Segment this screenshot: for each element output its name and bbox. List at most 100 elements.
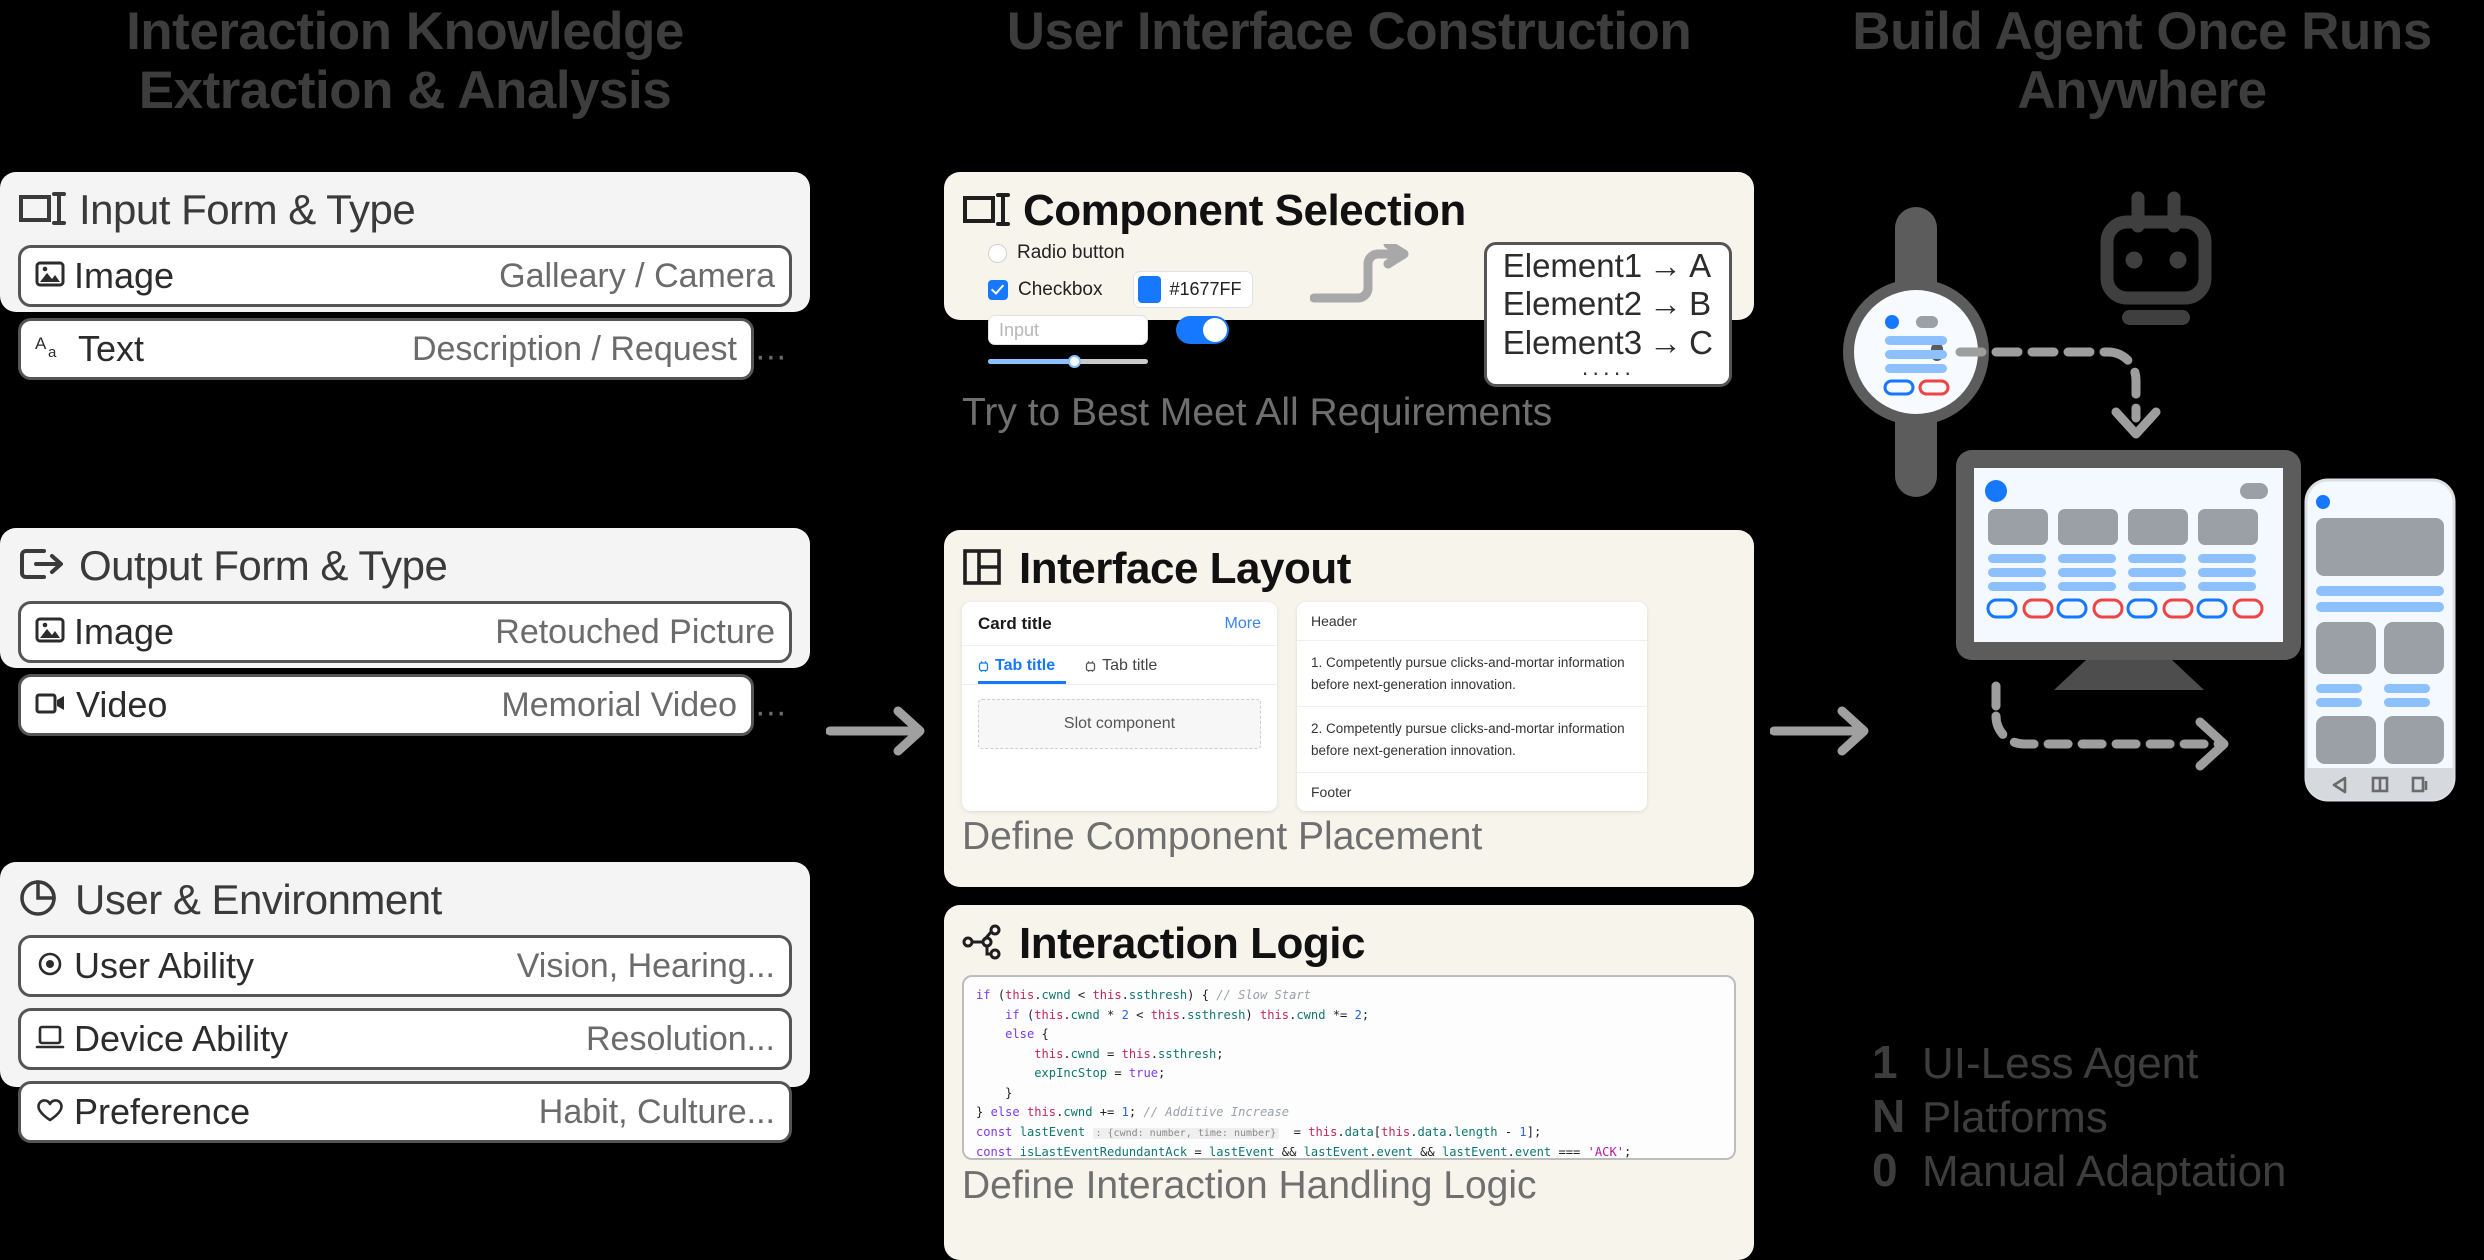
slider-fill <box>988 359 1080 364</box>
list-item[interactable]: Preference Habit, Culture... <box>18 1081 792 1143</box>
tab-active-underline <box>978 681 1066 684</box>
more-dots[interactable]: ... <box>755 685 787 724</box>
component-selection-body: Radio button Checkbox #1677FF Input <box>962 239 1736 388</box>
preview-more-link[interactable]: More <box>1224 615 1261 632</box>
preview-card-title: Card title <box>978 614 1052 633</box>
flow-arrow-left-to-middle <box>825 700 936 767</box>
checkbox-label: Checkbox <box>1018 278 1103 300</box>
slot-component: Slot component <box>978 699 1261 749</box>
mapping-arrow: → <box>1649 323 1683 361</box>
card-header: Interface Layout <box>962 544 1736 594</box>
checkbox-row[interactable]: Checkbox #1677FF <box>988 271 1292 308</box>
code-line: expIncStop = true; <box>1034 1066 1166 1081</box>
tab-title-active[interactable]: Tab title <box>978 657 1055 684</box>
list-item[interactable]: Device Ability Resolution... <box>18 1008 792 1070</box>
color-picker[interactable]: #1677FF <box>1132 271 1253 308</box>
card-title: Output Form & Type <box>79 542 448 589</box>
element-mapping-panel: Element1 → A Element2 → B Element3 → C ·… <box>1483 242 1732 388</box>
row-label-group: Image <box>35 255 174 297</box>
svg-text:A: A <box>35 334 47 353</box>
card-interface-layout: Interface Layout Card title More Tab tit… <box>944 530 1754 887</box>
card-output-form-type: Output Form & Type Image Retouched Pictu… <box>0 528 810 736</box>
node-graph-icon <box>962 922 1006 967</box>
code-line: if (this.cwnd < this.ssthresh) { // Slow… <box>976 988 1311 1002</box>
mapping-arrow-icon <box>1309 239 1420 313</box>
list-item[interactable]: User Ability Vision, Hearing... <box>18 935 792 997</box>
mapping-target: B <box>1689 285 1712 323</box>
card-caption: Try to Best Meet All Requirements <box>962 391 1553 435</box>
toggle-switch[interactable] <box>1176 316 1229 344</box>
card-title: User & Environment <box>75 876 442 923</box>
row-label-group: Image <box>35 611 174 653</box>
code-line: } <box>976 1085 1013 1100</box>
card-input-form-type: Input Form & Type Image Galleary / Camer… <box>0 172 810 380</box>
mapping-row: Element3 → C <box>1503 324 1713 362</box>
card-caption: Define Interaction Handling Logic <box>962 1164 1537 1207</box>
column-title-middle: User Interface Construction <box>1006 2 1692 61</box>
row-value: Description / Request <box>411 329 737 368</box>
stat-row: 1 UI-Less Agent <box>1872 1035 2287 1089</box>
code-line: if (this.cwnd * 2 < this.ssthresh) this.… <box>1005 1007 1370 1022</box>
slider[interactable] <box>988 355 1148 368</box>
stat-number: 0 <box>1872 1144 1898 1196</box>
list-header: Header <box>1297 602 1647 641</box>
card-title: Input Form & Type <box>79 186 416 233</box>
card-title: Interaction Logic <box>1019 919 1365 968</box>
mapping-target: A <box>1689 247 1712 284</box>
mapping-more-dots: ····· <box>1581 358 1635 385</box>
list-footer: Footer <box>1311 784 1352 801</box>
card-header: Input Form & Type <box>18 186 792 234</box>
laptop-icon <box>35 1018 65 1060</box>
list-item[interactable]: Image Retouched Picture <box>18 601 792 663</box>
watch-dot <box>1885 315 1899 329</box>
radio-button[interactable] <box>988 243 1007 263</box>
mapping-element: Element3 <box>1502 323 1643 361</box>
row-label-group: Device Ability <box>35 1018 288 1060</box>
text-input[interactable]: Input <box>988 315 1148 345</box>
layout-preview: Card title More Tab title Tab title Slot <box>962 602 1736 812</box>
preview-card-header: Card title More <box>962 602 1277 646</box>
output-form-icon <box>18 545 66 588</box>
mapping-arrow: → <box>1649 285 1683 323</box>
card-caption: Define Component Placement <box>962 815 1483 859</box>
image-icon <box>35 611 65 653</box>
tab-label: Tab title <box>1102 657 1158 674</box>
mapping-row: Element1 → A <box>1503 247 1713 285</box>
more-dots[interactable]: ... <box>755 329 787 368</box>
preview-card: Card title More Tab title Tab title Slot <box>962 602 1277 812</box>
card-interaction-logic: Interaction Logic if (this.cwnd < this.s… <box>944 905 1754 1260</box>
list-item[interactable]: Video Memorial Video ... <box>18 674 786 736</box>
card-user-environment: User & Environment User Ability Vision, … <box>0 862 810 1143</box>
recents-nav-icon <box>2411 776 2425 793</box>
tab-title-inactive[interactable]: Tab title <box>1085 657 1157 684</box>
card-title: Interface Layout <box>1019 544 1351 593</box>
desktop-monitor <box>1956 450 2301 690</box>
input-form-icon <box>962 190 1010 233</box>
smartphone <box>2304 478 2456 802</box>
code-line: const isLastEventRedundantAck = lastEven… <box>976 1144 1632 1159</box>
checkbox[interactable] <box>988 279 1008 300</box>
heart-icon <box>35 1091 65 1133</box>
mapping-target: C <box>1689 323 1713 361</box>
stats-list: 1 UI-Less Agent N Platforms 0 Manual Ada… <box>1872 1035 2287 1197</box>
slider-knob[interactable] <box>1068 355 1081 368</box>
eye-icon <box>35 945 65 987</box>
radio-row[interactable]: Radio button <box>988 242 1292 264</box>
row-value: Vision, Hearing... <box>516 946 775 985</box>
color-swatch <box>1137 276 1161 303</box>
list-item[interactable]: Image Galleary / Camera <box>18 245 792 307</box>
code-line: else { <box>1005 1027 1049 1042</box>
code-block: if (this.cwnd < this.ssthresh) { // Slow… <box>962 975 1736 1160</box>
card-title: Component Selection <box>1023 186 1466 235</box>
row-label: Image <box>74 255 175 296</box>
flow-arrow-watch-to-monitor <box>1955 347 2161 439</box>
radio-label: Radio button <box>1017 242 1125 263</box>
row-value: Resolution... <box>586 1019 775 1058</box>
stat-row: 0 Manual Adaptation <box>1872 1143 2287 1197</box>
input-toggle-row: Input <box>988 315 1292 345</box>
code-line: this.cwnd = this.ssthresh; <box>1034 1046 1224 1061</box>
